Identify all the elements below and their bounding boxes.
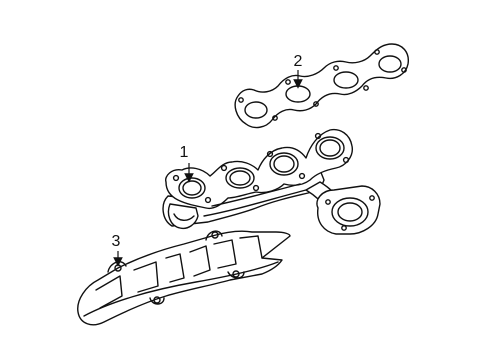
callout-2: 2 — [293, 53, 303, 89]
callout-label-3: 3 — [112, 233, 121, 250]
manifold-gasket[interactable] — [234, 43, 409, 129]
exhaust-manifold[interactable] — [162, 128, 381, 235]
heat-shield[interactable] — [77, 230, 291, 326]
callout-label-2: 2 — [294, 53, 303, 70]
callout-1: 1 — [180, 144, 194, 183]
callout-3: 3 — [112, 233, 123, 267]
callout-label-1: 1 — [180, 144, 189, 161]
